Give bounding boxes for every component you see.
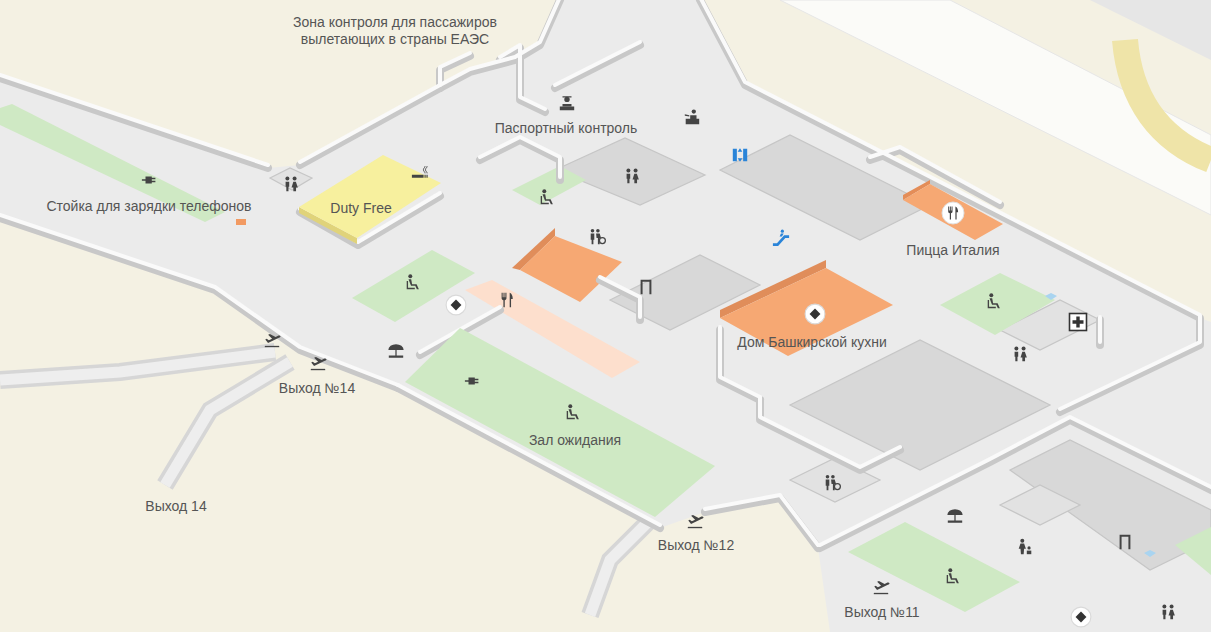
restaurant-zone: Пицца Италия bbox=[895, 180, 1015, 262]
place-label: Паспортный контроль bbox=[495, 120, 638, 137]
seat-icon bbox=[541, 189, 553, 204]
area-label: Duty Free bbox=[330, 200, 391, 216]
poi-pin bbox=[805, 304, 825, 324]
area-shape bbox=[295, 150, 445, 245]
jetway bbox=[590, 515, 655, 615]
info-cube bbox=[1045, 293, 1057, 300]
area-fill bbox=[299, 155, 441, 238]
area-shape bbox=[400, 322, 720, 522]
departure-icon bbox=[688, 515, 704, 528]
toilet-icon bbox=[1162, 605, 1174, 620]
mother-child-icon bbox=[1019, 539, 1032, 554]
food-icon bbox=[502, 293, 513, 307]
charging-icon bbox=[465, 377, 479, 384]
place-label: Выход №11 bbox=[844, 604, 919, 621]
toilet-icon bbox=[285, 177, 297, 192]
elevator-icon bbox=[733, 148, 747, 162]
seating-area bbox=[940, 273, 1055, 335]
area-fill bbox=[720, 268, 893, 356]
room bbox=[1000, 485, 1080, 525]
icon-badge bbox=[942, 202, 964, 224]
icons bbox=[142, 96, 1175, 627]
waiting-zone: Зал ожидания bbox=[400, 322, 720, 522]
departure-icon bbox=[265, 334, 281, 347]
place-label: Выход №12 bbox=[658, 537, 734, 554]
exit-icon bbox=[641, 280, 652, 294]
area-fill bbox=[903, 184, 1003, 240]
seat-icon bbox=[988, 293, 1000, 308]
toilet-icon bbox=[1014, 347, 1026, 362]
area-label: Дом Башкирской кухни bbox=[737, 334, 887, 350]
food-icon bbox=[948, 207, 958, 220]
seat-icon bbox=[567, 404, 579, 419]
jetway bbox=[590, 515, 655, 615]
seat-icon bbox=[947, 568, 959, 583]
charging-stand bbox=[236, 219, 246, 225]
jetway bbox=[165, 362, 290, 485]
seating-area bbox=[1175, 527, 1211, 575]
first-aid-icon bbox=[1070, 314, 1087, 331]
room bbox=[270, 168, 312, 190]
shop-area bbox=[520, 236, 622, 302]
toilet-icon bbox=[626, 169, 638, 184]
charging-icon bbox=[142, 176, 156, 183]
jetway bbox=[0, 352, 275, 380]
seating-area bbox=[512, 166, 586, 205]
taxiway-line bbox=[1125, 40, 1211, 160]
shop-zone: Duty Free bbox=[295, 150, 445, 245]
zone-caption: Зона контроля для пассажиров вылетающих … bbox=[270, 14, 520, 48]
place-label: Стойка для зарядки телефонов bbox=[46, 198, 251, 215]
passport-icon bbox=[560, 96, 574, 110]
area-label: Пицца Италия bbox=[906, 242, 999, 258]
playground-icon bbox=[388, 344, 403, 357]
family-room-icon bbox=[826, 475, 841, 490]
playground-icon bbox=[947, 509, 962, 522]
room bbox=[555, 138, 705, 205]
departure-icon bbox=[311, 357, 327, 370]
area-label: Зал ожидания bbox=[529, 432, 621, 448]
jetway bbox=[165, 362, 290, 485]
place-label: Выход №14 bbox=[279, 380, 355, 397]
family-room-icon bbox=[591, 229, 606, 244]
poi-pin bbox=[446, 295, 466, 315]
seat-icon bbox=[407, 274, 419, 289]
seating-area bbox=[352, 250, 475, 322]
apron-block bbox=[1090, 0, 1211, 60]
info-cube bbox=[1144, 550, 1156, 557]
area-fill bbox=[405, 328, 715, 517]
departure-icon bbox=[874, 581, 890, 594]
seating-area bbox=[848, 522, 1020, 612]
place-label: Выход 14 bbox=[145, 498, 206, 515]
poi-pin bbox=[1071, 607, 1091, 627]
desk-icon bbox=[685, 109, 699, 124]
exit-icon bbox=[1120, 535, 1131, 549]
restaurant-zone: Дом Башкирской кухни bbox=[712, 258, 902, 360]
escalator-icon bbox=[773, 230, 789, 246]
jetway bbox=[0, 352, 275, 380]
smoking-icon bbox=[412, 166, 428, 178]
wall-tops bbox=[0, 0, 1211, 545]
